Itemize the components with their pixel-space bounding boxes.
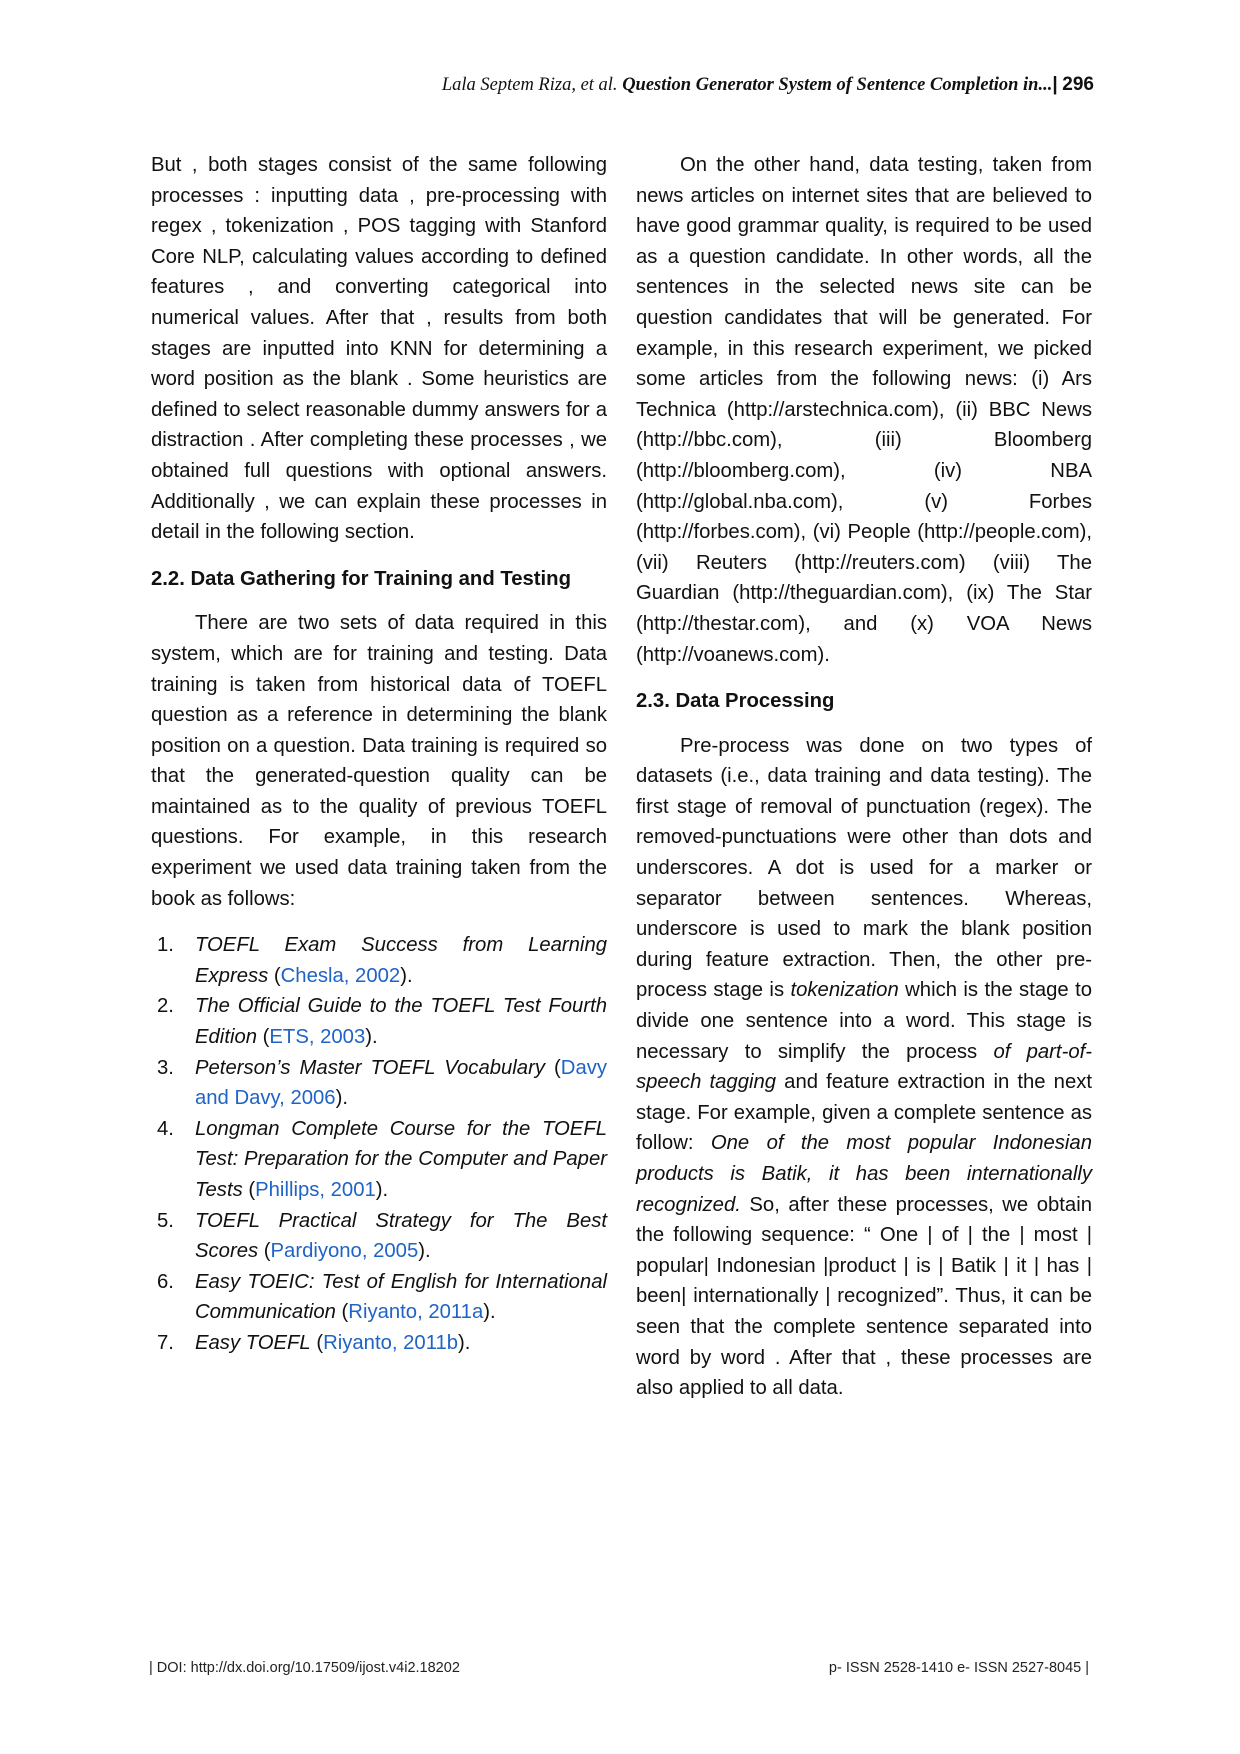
processing-example-sentence: One of the most popular Indonesian produ…	[636, 1132, 1092, 1216]
processing-term-tokenization: tokenization	[790, 979, 899, 1002]
processing-text-3: and feature extraction in the next stage…	[636, 1071, 1092, 1155]
paren-open: (	[544, 1056, 561, 1079]
citation-link[interactable]: ETS, 2003	[269, 1026, 366, 1049]
citation-link[interactable]: Pardiyono, 2005	[270, 1240, 419, 1263]
book-title: TOEFL Practical Strategy for The Best Sc…	[195, 1209, 607, 1263]
citation-link[interactable]: Phillips, 2001	[255, 1179, 376, 1201]
header-title: Question Generator System of Sentence Co…	[622, 75, 1053, 95]
list-item: 3. Peterson’s Master TOEFL Vocabulary (Da…	[151, 1053, 607, 1114]
paren-open: (	[258, 1240, 271, 1263]
list-item: 1. TOEFL Exam Success from Learning Expre…	[151, 930, 607, 991]
citation-link[interactable]: Riyanto, 2011b	[323, 1331, 459, 1354]
book-title: Longman Complete Course for the TOEFL Te…	[195, 1117, 607, 1201]
citation-link[interactable]: Davy and Davy, 2006	[195, 1056, 608, 1110]
citation-link[interactable]: Chesla, 2002	[280, 964, 401, 987]
section-heading-2-3: 2.3. Data Processing	[636, 690, 835, 713]
data-testing-paragraph: On the other hand, data testing, taken f…	[636, 154, 1092, 666]
running-header: Lala Septem Riza, et al. Question Genera…	[442, 74, 1094, 96]
paren-open: (	[242, 1179, 256, 1201]
list-number: 6.	[157, 1270, 174, 1293]
header-separator: |	[1052, 74, 1058, 95]
book-title: The Official Guide to the TOEFL Test Fou…	[195, 995, 607, 1049]
list-item: 7. Easy TOEFL (Riyanto, 2011b).	[151, 1328, 607, 1359]
left-column: But , both stages consist of the same fo…	[151, 150, 607, 1359]
paren-close: ).	[458, 1331, 471, 1354]
book-title: Easy TOEIC: Test of English for Internat…	[195, 1270, 607, 1324]
processing-term-pos-tagging: of part-of-speech tagging	[636, 1040, 1092, 1094]
citation-link[interactable]: Riyanto, 2011a	[348, 1301, 484, 1324]
header-authors: Lala Septem Riza, et al.	[441, 75, 618, 95]
book-title: Peterson’s Master TOEFL Vocabulary	[195, 1056, 545, 1079]
paren-open: (	[268, 964, 281, 987]
processing-text-2: which is the stage to divide one sentenc…	[636, 979, 1092, 1063]
right-column: On the other hand, data testing, taken f…	[636, 150, 1092, 1404]
book-title: Easy TOEFL	[195, 1331, 311, 1354]
list-number: 5.	[157, 1209, 174, 1232]
data-processing-paragraph: Pre-process was done on two types of dat…	[636, 731, 1092, 1404]
list-number: 3.	[157, 1056, 174, 1079]
book-title: TOEFL Exam Success from Learning Express	[195, 934, 607, 987]
list-number: 2.	[157, 995, 174, 1018]
list-number: 7.	[157, 1331, 174, 1354]
paren-close: ).	[400, 964, 413, 987]
list-item: 2. The Official Guide to the TOEFL Test F…	[151, 991, 607, 1052]
data-gathering-paragraph: There are two sets of data required in t…	[151, 612, 607, 910]
paren-close: ).	[375, 1179, 389, 1201]
list-item: 6. Easy TOEIC: Test of English for Intern…	[151, 1267, 607, 1328]
list-number: 4.	[157, 1117, 174, 1140]
footer-issn: p- ISSN 2528-1410 e- ISSN 2527-8045 |	[828, 1660, 1089, 1676]
intro-paragraph: But , both stages consist of the same fo…	[151, 154, 607, 544]
page-number: 296	[1062, 74, 1094, 95]
reference-book-list: 1. TOEFL Exam Success from Learning Expre…	[151, 930, 607, 1358]
paren-open: (	[310, 1331, 324, 1354]
paren-open: (	[335, 1301, 349, 1324]
list-number: 1.	[157, 934, 174, 957]
list-item: 4. Longman Complete Course for the TOEFL …	[151, 1114, 607, 1206]
paren-close: ).	[418, 1240, 431, 1263]
processing-text-1: Pre-process was done on two types of dat…	[636, 734, 1092, 1002]
section-heading-2-2: 2.2. Data Gathering for Training and Tes…	[151, 567, 571, 590]
paren-close: ).	[335, 1087, 348, 1110]
footer-doi: | DOI: http://dx.doi.org/10.17509/ijost.…	[149, 1660, 460, 1676]
list-item: 5. TOEFL Practical Strategy for The Best …	[151, 1206, 607, 1267]
paren-open: (	[257, 1026, 270, 1049]
paren-close: ).	[483, 1301, 496, 1324]
paren-close: ).	[365, 1026, 378, 1049]
processing-text-4: So, after these processes, we obtain the…	[636, 1193, 1092, 1400]
